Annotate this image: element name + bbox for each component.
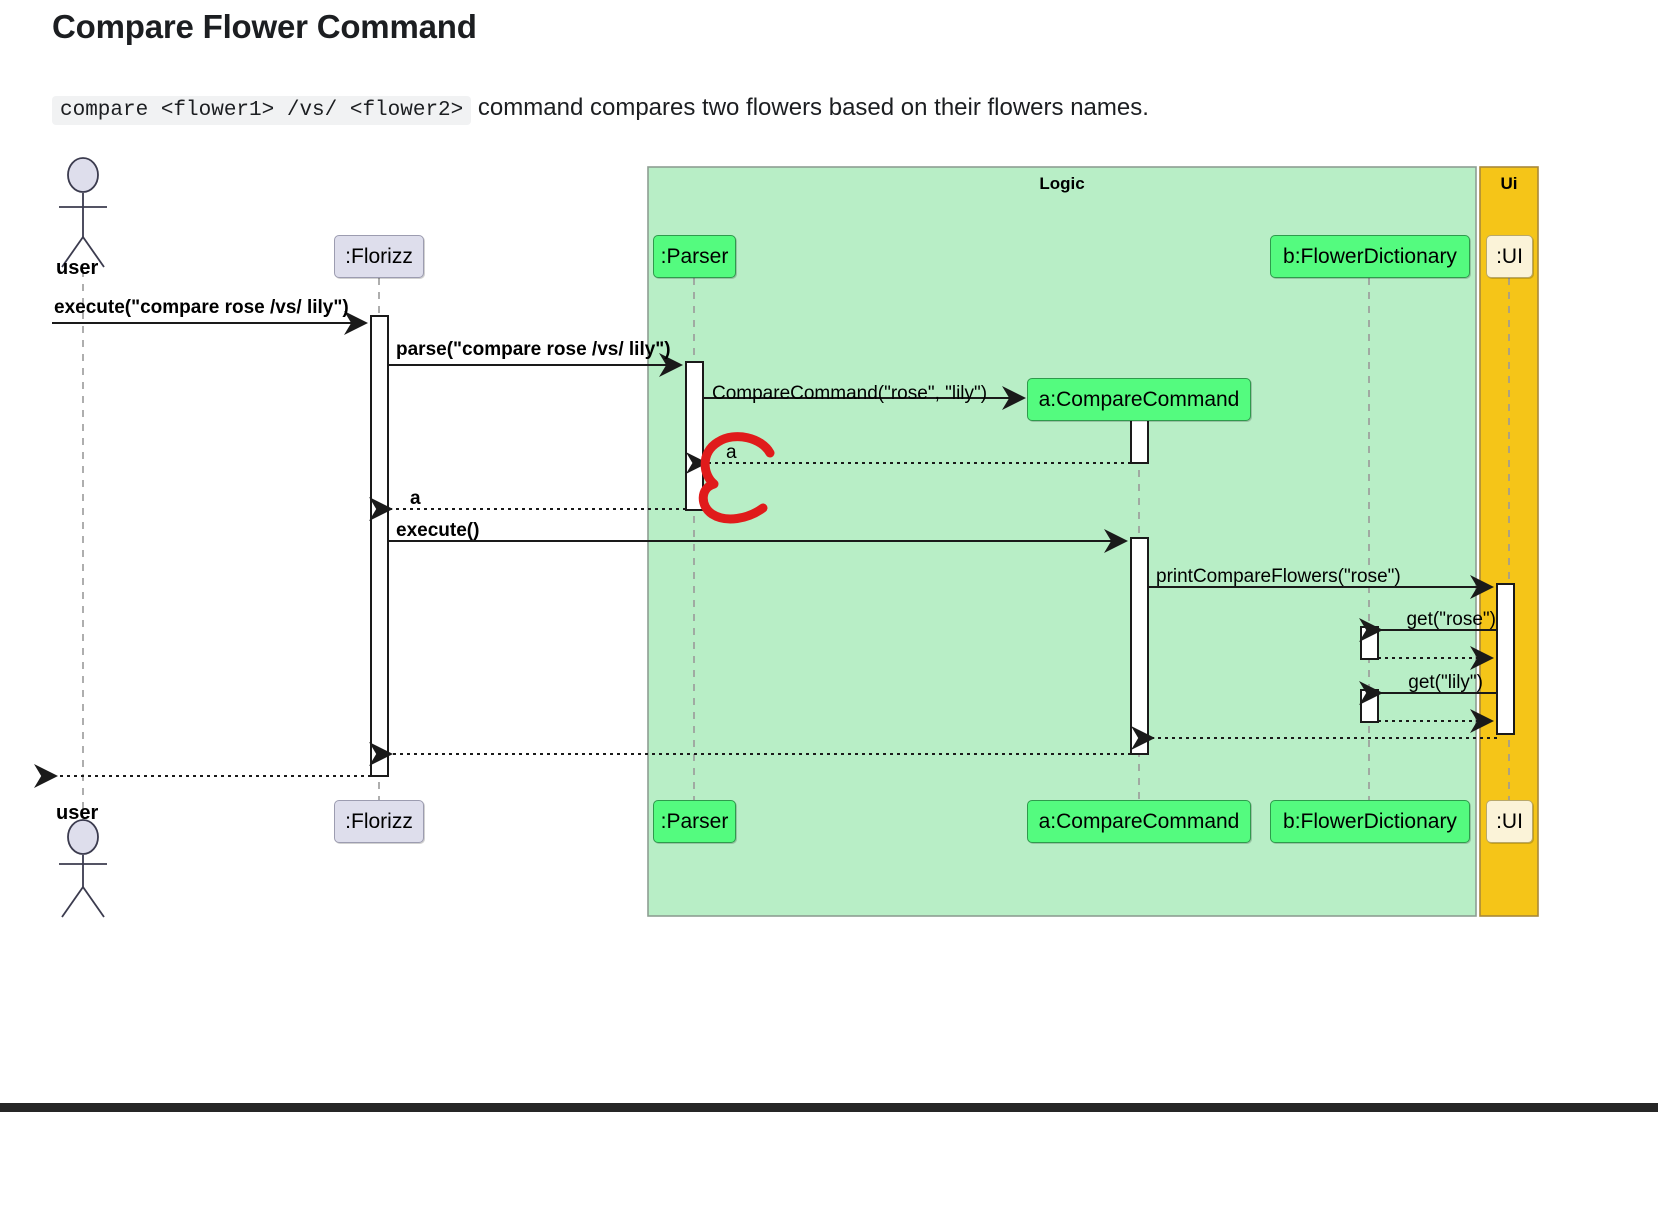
group-title-ui: Ui: [1500, 174, 1518, 193]
message-label-m1: execute("compare rose /vs/ lily"): [54, 297, 349, 318]
group-ui-rect: [1479, 166, 1539, 917]
lifeline-head-parser[interactable]: :Parser: [653, 235, 736, 278]
activation-dict-rose: [1360, 626, 1379, 660]
lifeline-foot-dict[interactable]: b:FlowerDictionary: [1270, 800, 1470, 843]
red-circle-annotation: [698, 432, 775, 524]
lifeline-foot-cmd[interactable]: a:CompareCommand: [1027, 800, 1251, 843]
actor-label-top: user: [56, 257, 99, 279]
activation-florizz: [370, 315, 389, 777]
intro-sentence: command compares two flowers based on th…: [471, 94, 1149, 121]
activation-cmd-execute: [1130, 537, 1149, 755]
activation-cmd-construct: [1130, 414, 1149, 464]
message-label-m5: a: [410, 488, 421, 509]
lifeline-head-dict[interactable]: b:FlowerDictionary: [1270, 235, 1470, 278]
lifeline-head-florizz[interactable]: :Florizz: [334, 235, 424, 278]
command-syntax-code: compare <flower1> /vs/ <flower2>: [52, 96, 472, 125]
message-label-m6: execute(): [396, 520, 480, 541]
lifeline-foot-ui[interactable]: :UI: [1486, 800, 1533, 843]
actor-user-bottom-icon: [59, 819, 107, 918]
activation-ui: [1496, 583, 1515, 735]
intro-description: compare <flower1> /vs/ <flower2> command…: [52, 88, 1149, 131]
message-label-m4: a: [726, 442, 737, 463]
group-title-logic: Logic: [1039, 174, 1085, 193]
message-label-m3: CompareCommand("rose", "lily"): [712, 383, 988, 404]
actor-label-bottom: user: [56, 802, 99, 824]
message-label-m2: parse("compare rose /vs/ lily"): [396, 339, 671, 360]
lifeline-foot-parser[interactable]: :Parser: [653, 800, 736, 843]
actor-user-top-icon: [59, 157, 107, 268]
message-label-m7: printCompareFlowers("rose"): [1156, 566, 1401, 587]
activation-dict-lily: [1360, 689, 1379, 723]
message-label-m8: get("rose"): [1406, 609, 1496, 630]
message-label-m10: get("lily"): [1408, 672, 1483, 693]
message-arrows: [34, 311, 1497, 788]
activation-parser: [685, 361, 704, 511]
sequence-diagram: Logic Ui user user :Florizz :Parser b:Fl…: [0, 150, 1658, 950]
lifeline-foot-florizz[interactable]: :Florizz: [334, 800, 424, 843]
lifeline-head-cmd[interactable]: a:CompareCommand: [1027, 378, 1251, 421]
page-title: Compare Flower Command: [52, 8, 477, 45]
bottom-divider: [0, 1103, 1658, 1112]
lifeline-head-ui[interactable]: :UI: [1486, 235, 1533, 278]
